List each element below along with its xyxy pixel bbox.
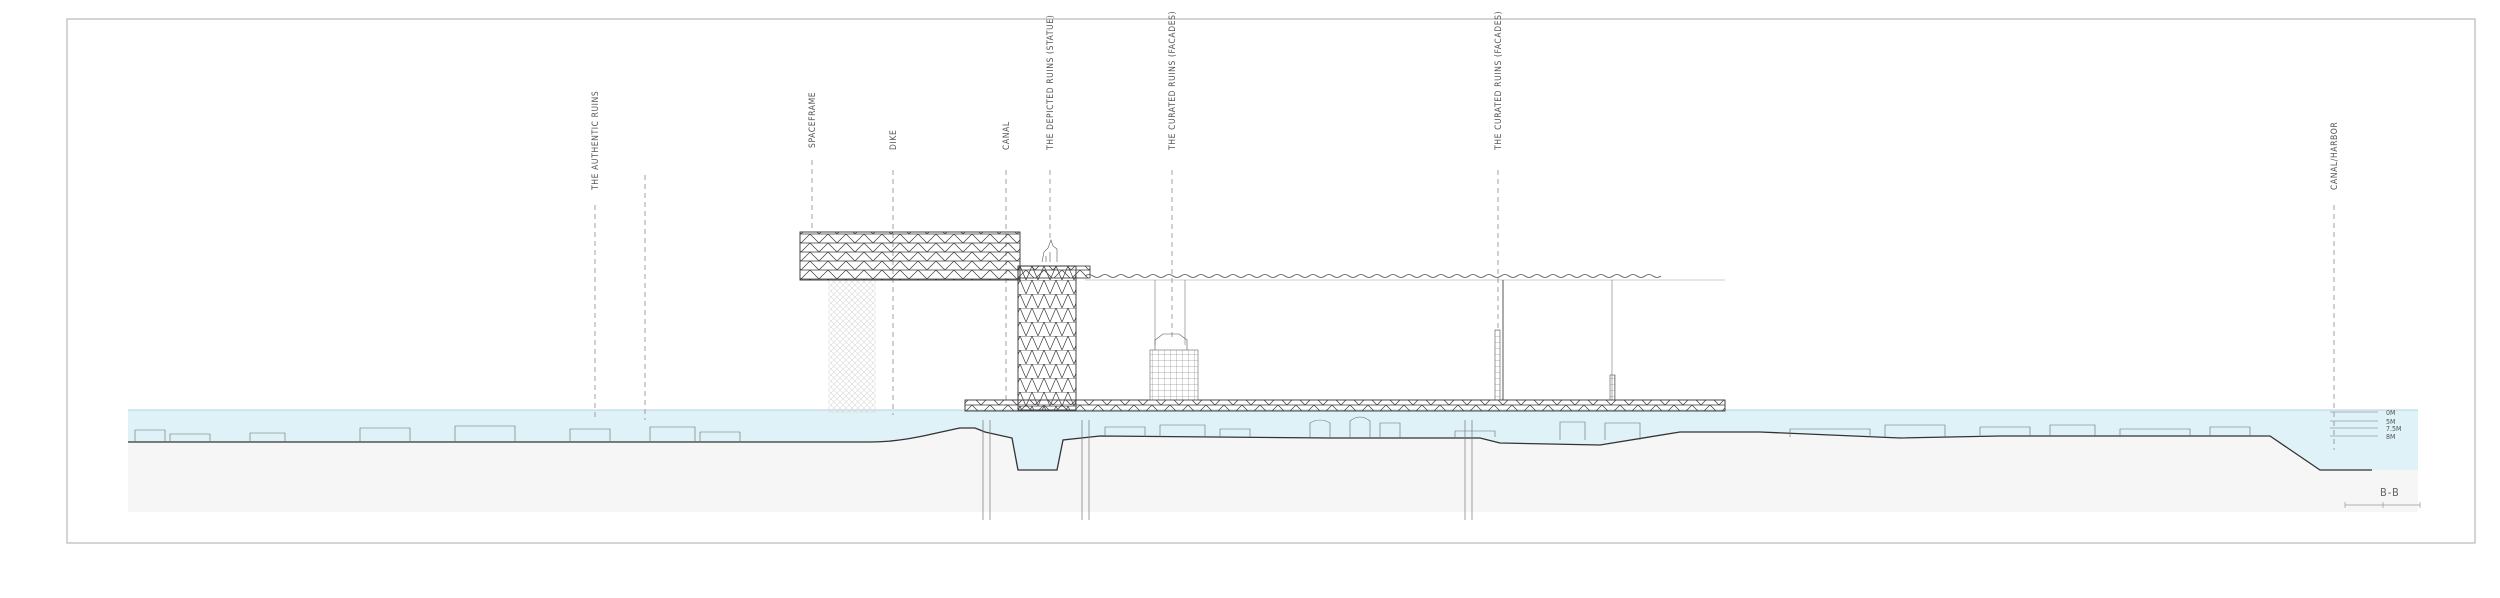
curated-facade-top — [1154, 333, 1188, 350]
depicted-statue — [1041, 239, 1058, 263]
water-level-1: 5M — [2386, 418, 2395, 426]
section-mark: B-B — [2344, 486, 2421, 508]
label-depicted-ruins: THE DEPICTED RUINS (STATUE) — [1046, 15, 1056, 151]
label-curated-ruins-2: THE CURATED RUINS (FACADES) — [1494, 11, 1504, 151]
spaceframe-cantilever — [799, 231, 1021, 281]
roof-membrane — [1084, 274, 1662, 278]
water-level-2: 7.5M — [2386, 425, 2401, 433]
label-authentic-ruins: THE AUTHENTIC RUINS — [591, 91, 601, 191]
spaceframe-tower-cap — [1017, 265, 1091, 279]
ruin-details — [1041, 239, 1616, 401]
ground-line — [128, 427, 2372, 471]
building-silhouettes — [134, 416, 2251, 442]
water-level-3: 8M — [2386, 433, 2395, 441]
terrain-section — [128, 409, 2418, 512]
section-labels: THE AUTHENTIC RUINS SPACEFRAME DIKE CANA… — [591, 11, 2340, 191]
leader-lines — [594, 160, 2335, 450]
label-canal-harbor: CANAL/HARBOR — [2330, 122, 2340, 190]
label-canal: CANAL — [1002, 121, 1012, 150]
facade-strip-2 — [1609, 374, 1616, 401]
label-curated-ruins-1: THE CURATED RUINS (FACADES) — [1168, 11, 1178, 151]
water-level-marks: 0M 5M 7.5M 8M — [2330, 409, 2401, 441]
pile-foundations — [982, 420, 1473, 520]
spaceframe-tower — [1017, 265, 1077, 411]
facade-strip-1 — [1494, 329, 1501, 401]
dike-hatch-column — [828, 278, 876, 413]
sheet-frame — [66, 18, 2476, 544]
label-spaceframe: SPACEFRAME — [808, 92, 818, 148]
curated-facade-block — [1149, 349, 1199, 401]
ground-fill — [128, 428, 2418, 512]
water-level-0: 0M — [2386, 409, 2395, 417]
label-dike: DIKE — [889, 130, 899, 150]
spaceframe-structures — [799, 231, 1726, 412]
section-mark-label: B-B — [2380, 486, 2400, 499]
spaceframe-deck — [964, 399, 1726, 412]
